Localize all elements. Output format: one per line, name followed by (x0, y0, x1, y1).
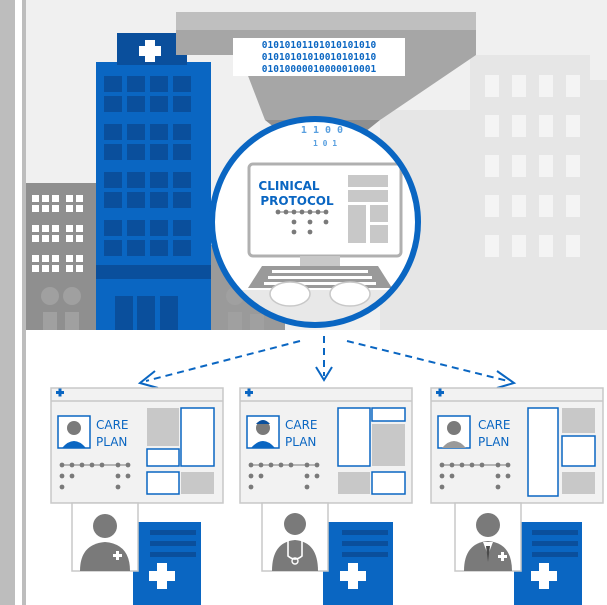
hospital-icon-1 (133, 522, 201, 605)
card-label-line1: CARE (285, 418, 318, 432)
left-border-gap (15, 0, 22, 605)
hospital-cross-icon-h (139, 46, 161, 56)
card-cross-icon-v (438, 388, 442, 397)
card-label-line1: CARE (478, 418, 511, 432)
hospital-icon-2 (323, 522, 393, 605)
hospital-icon-3 (514, 522, 582, 605)
background-building-windows (485, 75, 580, 257)
protocol-label: PROTOCOL (260, 194, 334, 208)
stethoscope-icon (287, 540, 303, 560)
left-border-bar (0, 0, 15, 605)
background-buildings (380, 55, 607, 330)
card-label-line1: CARE (96, 418, 129, 432)
card-label-line2: PLAN (478, 435, 509, 449)
protocol-flow-dots (275, 209, 329, 235)
doctor-portrait (261, 502, 329, 572)
binary-drip-2: 1 0 1 (313, 139, 337, 148)
right-hand (329, 281, 371, 307)
binary-line-2: 01010101010010101010 (262, 52, 377, 63)
care-plan-card-doctor: CARE PLAN (239, 387, 413, 504)
left-gray-building-windows (32, 195, 83, 272)
distribution-arrows (137, 336, 517, 389)
binary-drip-1: 1 1 0 0 (301, 125, 343, 136)
care-plan-card-administrator: CARE PLAN (430, 387, 604, 504)
clinical-label: CLINICAL (258, 179, 320, 193)
data-funnel (176, 12, 476, 140)
card-label-line2: PLAN (285, 435, 316, 449)
hospital-building (96, 33, 211, 330)
nurse-portrait (71, 502, 139, 572)
care-plan-card-nurse: CARE PLAN (50, 387, 224, 504)
tie-icon (486, 546, 490, 562)
card-cross-icon-v (58, 388, 62, 397)
binary-line-1: 01010101101010101010 (262, 40, 377, 51)
administrator-portrait (454, 502, 522, 572)
card-cross-icon-v (247, 388, 251, 397)
left-border-line (22, 0, 26, 605)
left-hand (269, 281, 311, 307)
card-label-line2: PLAN (96, 435, 127, 449)
binary-line-3: 01010000010000010001 (262, 64, 377, 75)
